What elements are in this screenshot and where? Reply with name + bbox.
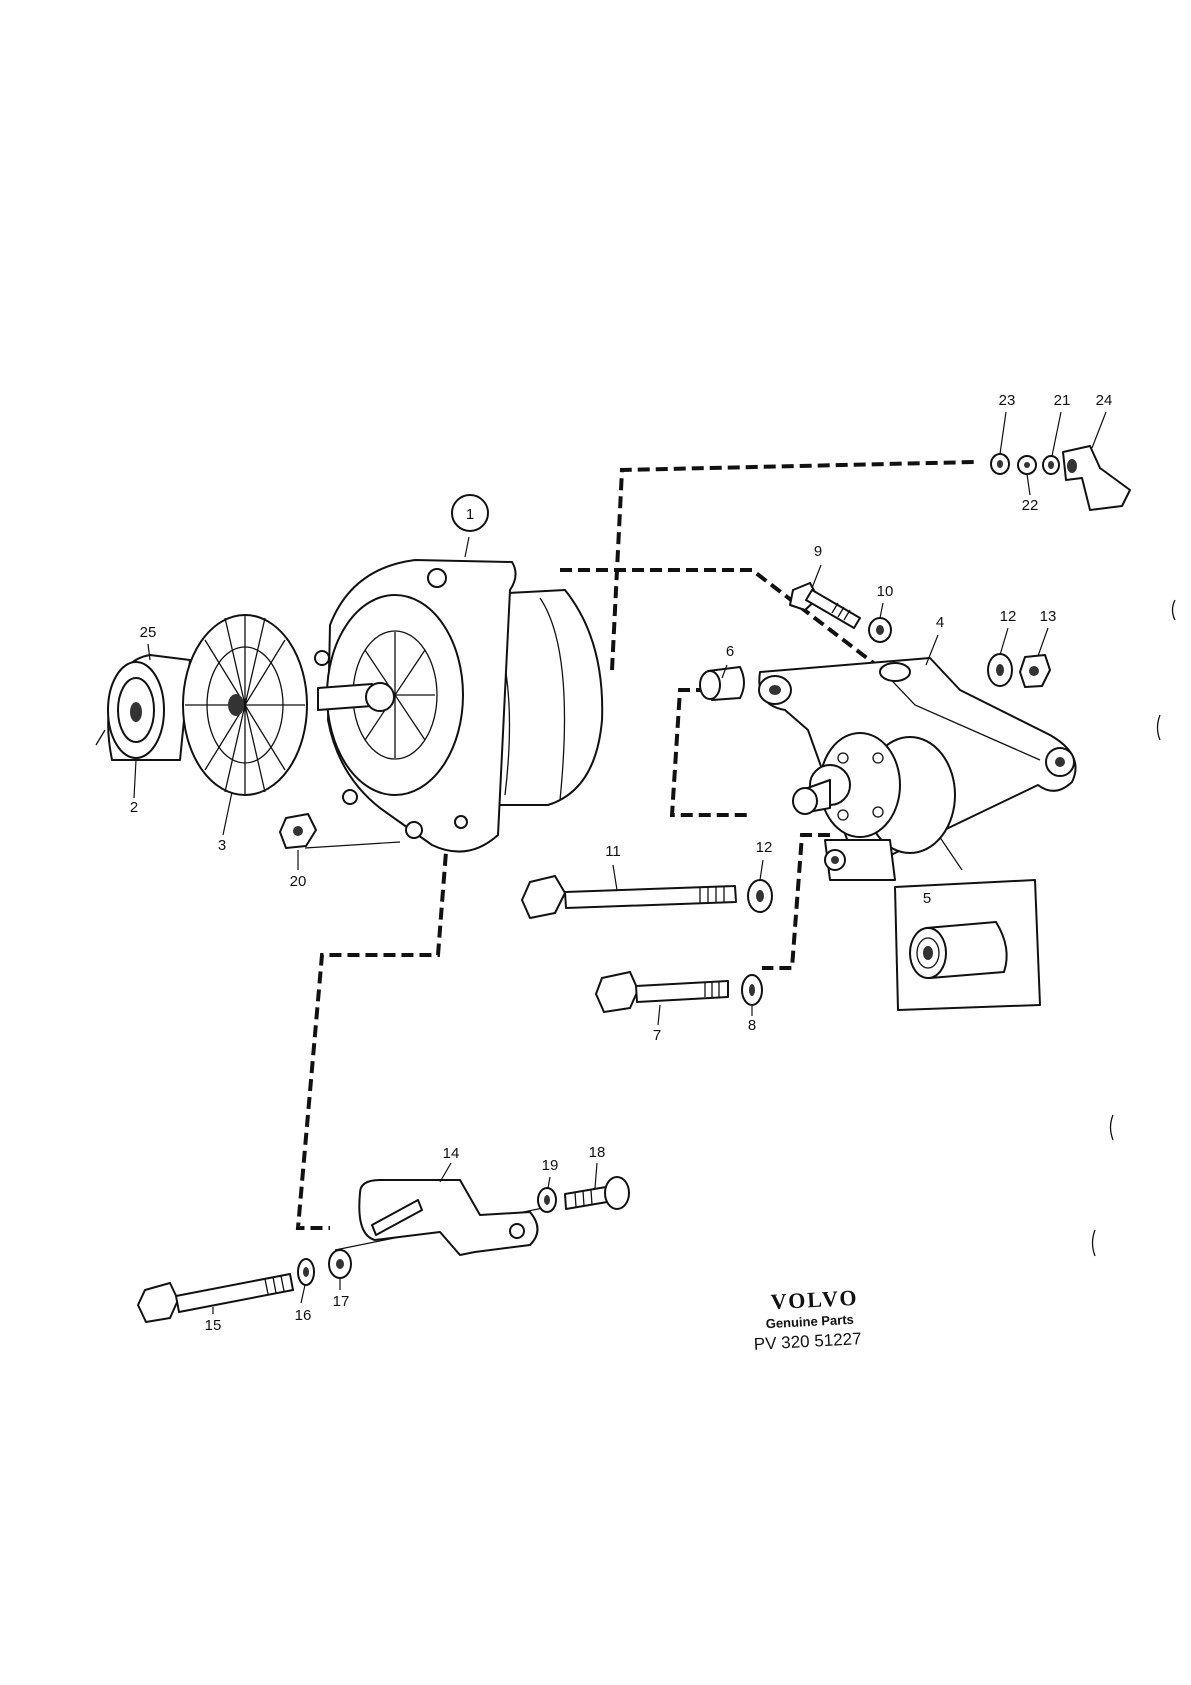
callout-20: 20	[290, 873, 307, 890]
callout-21: 21	[1054, 392, 1071, 409]
callout-22: 22	[1022, 497, 1039, 514]
callout-5: 5	[923, 890, 931, 907]
callout-19: 19	[542, 1157, 559, 1174]
washer-8	[741, 974, 763, 1006]
bolt-7	[595, 971, 729, 1013]
nut-20	[279, 813, 317, 849]
sleeve-6	[699, 666, 745, 701]
washer-12-lower	[747, 879, 773, 913]
lock-washer-16	[297, 1258, 315, 1286]
callout-4: 4	[936, 614, 944, 631]
callout-13: 13	[1040, 608, 1057, 625]
washer-19	[537, 1187, 557, 1213]
callout-7: 7	[653, 1027, 661, 1044]
callout-12-upper: 12	[1000, 608, 1017, 625]
washer-23	[990, 453, 1010, 475]
callouts: 1 2 3 4 5 6 7 8 9 10 11 12 12 13 14 15 1…	[130, 392, 1113, 1334]
callout-6: 6	[726, 643, 734, 660]
fan	[182, 614, 308, 796]
washer-12-upper	[987, 653, 1013, 687]
callout-2: 2	[130, 799, 138, 816]
callout-10: 10	[877, 583, 894, 600]
bolt-9	[789, 582, 861, 629]
callout-12-lower: 12	[756, 839, 773, 856]
callout-11: 11	[605, 843, 621, 860]
margin-marks	[1091, 599, 1176, 1257]
tensioner-hub	[792, 732, 956, 881]
brand-block: VOLVO Genuine Parts PV 320 51227	[753, 1285, 862, 1354]
callout-16: 16	[295, 1307, 312, 1324]
nut-21	[1042, 455, 1060, 475]
callout-25: 25	[140, 624, 157, 641]
callout-9: 9	[814, 543, 822, 560]
bolt-18	[564, 1176, 630, 1210]
callout-23: 23	[999, 392, 1016, 409]
bolt-15	[137, 1273, 294, 1323]
brand-name: VOLVO	[770, 1285, 859, 1315]
callout-18: 18	[589, 1144, 606, 1161]
alternator	[314, 559, 604, 853]
callout-17: 17	[333, 1293, 350, 1310]
bolt-11	[521, 875, 737, 919]
nut-13	[1019, 654, 1051, 688]
washer-10	[868, 617, 892, 643]
washer-17	[328, 1249, 352, 1279]
brand-subtitle: Genuine Parts	[765, 1312, 854, 1332]
callout-3: 3	[218, 837, 226, 854]
callout-8: 8	[748, 1017, 756, 1034]
bushing-inset	[894, 879, 1041, 1011]
leader-lines	[133, 411, 1107, 1314]
pulley	[107, 661, 165, 759]
drawing-number: PV 320 51227	[753, 1329, 862, 1354]
washer-22	[1017, 455, 1037, 475]
adjusting-link-14	[358, 1179, 539, 1256]
callout-15: 15	[205, 1317, 222, 1334]
callout-24: 24	[1096, 392, 1113, 409]
callout-14: 14	[443, 1145, 460, 1162]
callout-1: 1	[466, 506, 474, 523]
terminal-cap-24	[1062, 445, 1131, 511]
callout-1-circle	[451, 494, 489, 532]
